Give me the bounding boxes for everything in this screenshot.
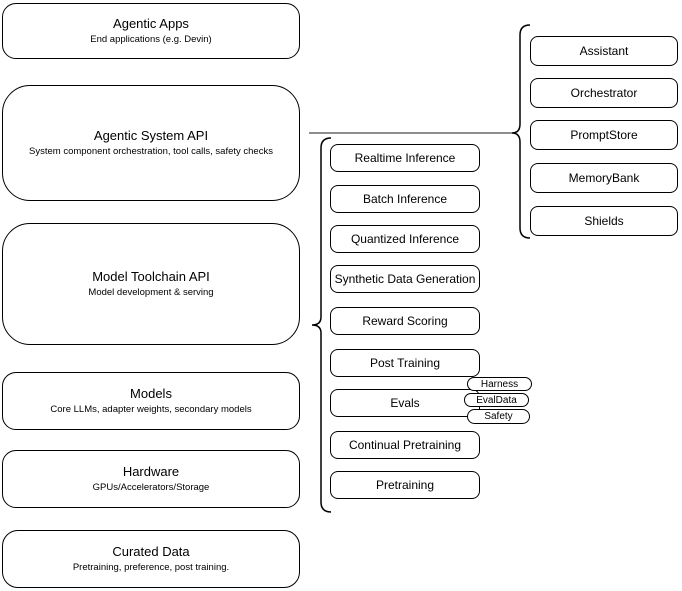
node-evals: Evals bbox=[330, 389, 480, 417]
node-models: Models Core LLMs, adapter weights, secon… bbox=[2, 372, 300, 430]
node-subtitle: End applications (e.g. Devin) bbox=[90, 34, 212, 45]
node-label: Batch Inference bbox=[362, 192, 448, 206]
node-batch-inference: Batch Inference bbox=[330, 185, 480, 213]
node-title: Curated Data bbox=[112, 544, 190, 559]
node-label: Synthetic Data Generation bbox=[334, 272, 476, 286]
node-label: Pretraining bbox=[375, 478, 435, 492]
node-synthetic-data-generation: Synthetic Data Generation bbox=[330, 265, 480, 293]
node-realtime-inference: Realtime Inference bbox=[330, 144, 480, 172]
node-hardware: Hardware GPUs/Accelerators/Storage bbox=[2, 450, 300, 508]
node-title: Hardware bbox=[122, 464, 180, 479]
toolchain-brace bbox=[311, 137, 332, 513]
node-label: Quantized Inference bbox=[350, 232, 460, 246]
node-label: Reward Scoring bbox=[362, 314, 448, 328]
tag-safety: Safety bbox=[467, 409, 530, 424]
node-label: Post Training bbox=[369, 356, 441, 370]
node-continual-pretraining: Continual Pretraining bbox=[330, 431, 480, 459]
node-label: Orchestrator bbox=[570, 86, 638, 100]
node-reward-scoring: Reward Scoring bbox=[330, 307, 480, 335]
tag-label: Harness bbox=[480, 378, 519, 390]
node-label: MemoryBank bbox=[568, 171, 640, 185]
node-agentic-apps: Agentic Apps End applications (e.g. Devi… bbox=[2, 3, 300, 59]
node-title: Models bbox=[130, 386, 172, 401]
node-memorybank: MemoryBank bbox=[530, 163, 678, 193]
tag-label: EvalData bbox=[476, 394, 517, 406]
tag-evaldata: EvalData bbox=[464, 393, 529, 407]
node-label: Assistant bbox=[579, 44, 629, 58]
node-title: Agentic System API bbox=[93, 128, 209, 143]
node-curated-data: Curated Data Pretraining, preference, po… bbox=[2, 530, 300, 588]
node-pretraining: Pretraining bbox=[330, 471, 480, 499]
node-shields: Shields bbox=[530, 206, 678, 236]
node-subtitle: System component orchestration, tool cal… bbox=[29, 146, 273, 157]
node-title: Model Toolchain API bbox=[92, 269, 210, 284]
node-promptstore: PromptStore bbox=[530, 120, 678, 150]
node-quantized-inference: Quantized Inference bbox=[330, 225, 480, 253]
node-label: Shields bbox=[584, 214, 624, 228]
node-subtitle: Model development & serving bbox=[88, 287, 214, 298]
node-agentic-system-api: Agentic System API System component orch… bbox=[2, 85, 300, 201]
node-label: PromptStore bbox=[570, 128, 638, 142]
node-orchestrator: Orchestrator bbox=[530, 78, 678, 108]
tag-harness: Harness bbox=[467, 377, 532, 391]
node-title: Agentic Apps bbox=[113, 16, 189, 31]
node-assistant: Assistant bbox=[530, 36, 678, 66]
node-label: Evals bbox=[390, 396, 420, 410]
system-components-brace bbox=[511, 24, 531, 239]
node-post-training: Post Training bbox=[330, 349, 480, 377]
node-model-toolchain-api: Model Toolchain API Model development & … bbox=[2, 223, 300, 345]
tag-label: Safety bbox=[484, 411, 513, 422]
node-subtitle: Core LLMs, adapter weights, secondary mo… bbox=[50, 404, 252, 415]
node-label: Realtime Inference bbox=[354, 151, 456, 165]
node-subtitle: Pretraining, preference, post training. bbox=[72, 562, 230, 573]
node-subtitle: GPUs/Accelerators/Storage bbox=[92, 482, 210, 493]
node-label: Continual Pretraining bbox=[348, 438, 462, 452]
